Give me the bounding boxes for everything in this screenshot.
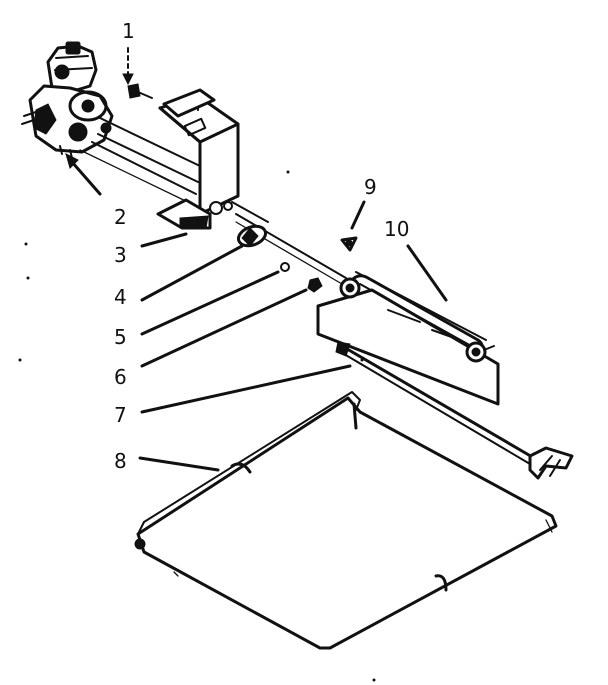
burner-floor-plate	[134, 391, 558, 650]
callout-labels: 1 2 3 4 5 6 7 8 9 10	[114, 19, 409, 473]
callout-8: 8	[114, 449, 127, 473]
pilot-bracket	[316, 271, 500, 406]
callout-6: 6	[114, 365, 127, 389]
callout-3: 3	[114, 243, 127, 267]
callout-2: 2	[114, 205, 127, 229]
leader-lines	[65, 47, 448, 472]
callout-10: 10	[384, 217, 409, 241]
thermocouple	[335, 341, 574, 480]
manifold-pipe	[79, 117, 201, 207]
washer	[280, 262, 290, 272]
pilot-tube	[235, 213, 347, 285]
scan-specks	[18, 170, 376, 682]
callout-1: 1	[122, 19, 135, 43]
callout-5: 5	[114, 325, 127, 349]
screw	[127, 83, 141, 99]
orifice-fitting	[236, 224, 268, 248]
mounting-bracket	[156, 88, 269, 230]
callout-4: 4	[114, 285, 127, 309]
pilot-screw	[340, 236, 358, 252]
gas-valve-assembly	[21, 41, 114, 159]
callout-7: 7	[114, 403, 127, 427]
callout-9: 9	[364, 175, 377, 199]
nut	[307, 277, 323, 293]
